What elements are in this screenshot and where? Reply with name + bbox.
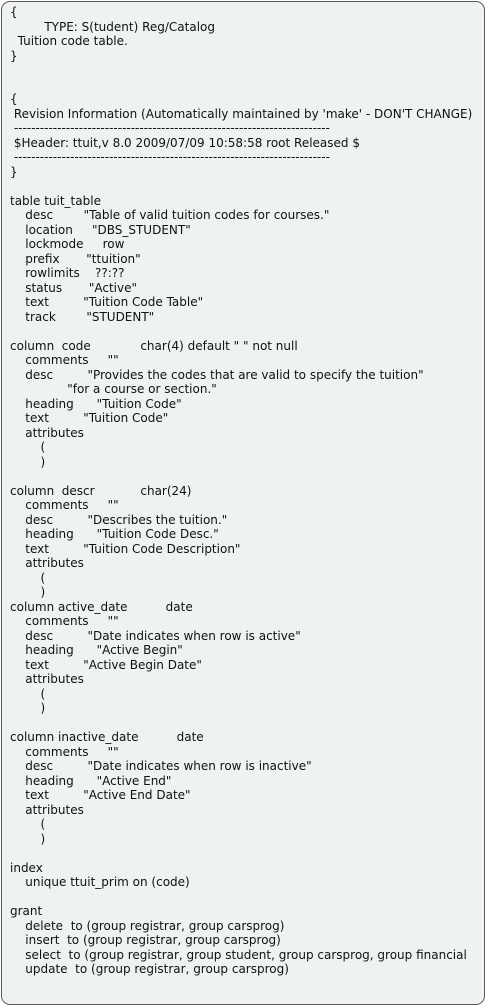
code-line <box>10 63 484 78</box>
code-line: { <box>10 92 18 106</box>
code-line: column descr char(24) <box>10 483 192 498</box>
code-line: } <box>10 48 18 63</box>
code-line: } <box>10 164 18 179</box>
code-line: ----------------------------------------… <box>10 150 330 164</box>
code-line <box>10 78 484 93</box>
schema-source-text: { TYPE: S(tudent) Reg/Catalog Tuition co… <box>2 2 484 977</box>
code-line: ) <box>10 831 46 846</box>
code-line: TYPE: S(tudent) Reg/Catalog <box>10 19 216 34</box>
code-line: column code char(4) default " " not null <box>10 338 298 353</box>
code-line: track "STUDENT" <box>10 309 155 324</box>
code-line: attributes <box>10 425 84 440</box>
code-line: comments "" <box>10 614 119 628</box>
code-line: text "Tuition Code" <box>10 411 169 425</box>
code-line: comments "" <box>10 498 119 512</box>
code-line: unique ttuit_prim on (code) <box>10 875 190 889</box>
code-line: text "Tuition Code Description" <box>10 541 241 556</box>
code-line <box>10 846 484 861</box>
code-line: ) <box>10 585 46 599</box>
code-line: ----------------------------------------… <box>10 121 330 135</box>
code-line <box>10 324 484 339</box>
code-line: comments "" <box>10 353 119 367</box>
code-line: column active_date date <box>10 599 193 614</box>
code-line <box>10 179 484 194</box>
code-line: ( <box>10 686 46 701</box>
code-line: ) <box>10 454 46 469</box>
code-line: index <box>10 860 43 875</box>
code-line: heading "Tuition Code" <box>10 396 182 411</box>
code-line: attributes <box>10 556 84 570</box>
code-line: heading "Active End" <box>10 773 172 788</box>
code-line: Revision Information (Automatically main… <box>10 106 473 121</box>
code-line: comments "" <box>10 744 119 759</box>
code-line: $Header: ttuit,v 8.0 2009/07/09 10:58:58… <box>10 135 360 150</box>
code-line: prefix "ttuition" <box>10 251 141 266</box>
code-line: { <box>10 5 18 19</box>
code-line: desc "Table of valid tuition codes for c… <box>10 208 330 222</box>
code-line: insert to (group registrar, group carspr… <box>10 933 281 947</box>
code-line: desc "Date indicates when row is inactiv… <box>10 759 312 773</box>
code-line: table tuit_table <box>10 193 101 208</box>
code-line: grant <box>10 904 43 918</box>
code-line <box>10 469 484 484</box>
code-line: text "Tuition Code Table" <box>10 295 204 309</box>
code-line: rowlimits ??:?? <box>10 266 125 280</box>
code-line: heading "Active Begin" <box>10 643 183 657</box>
code-line: ( <box>10 570 46 585</box>
code-line: ( <box>10 440 46 454</box>
code-line: ( <box>10 817 46 831</box>
code-line: Tuition code table. <box>10 34 128 48</box>
code-line: desc "Describes the tuition." <box>10 512 228 527</box>
code-line: lockmode row <box>10 237 125 251</box>
code-line: location "DBS_STUDENT" <box>10 222 191 237</box>
code-line: status "Active" <box>10 280 137 295</box>
code-line: text "Active End Date" <box>10 788 191 802</box>
code-line: delete to (group registrar, group carspr… <box>10 918 285 933</box>
code-line <box>10 890 484 905</box>
code-line: select to (group registrar, group studen… <box>10 947 467 962</box>
code-line: ) <box>10 701 46 715</box>
code-line: text "Active Begin Date" <box>10 657 202 672</box>
code-line: desc "Date indicates when row is active" <box>10 628 301 643</box>
code-line: "for a course or section." <box>10 382 217 396</box>
code-line: update to (group registrar, group carspr… <box>10 962 289 976</box>
code-line: desc "Provides the codes that are valid … <box>10 367 424 382</box>
code-line: heading "Tuition Code Desc." <box>10 527 219 541</box>
code-line: attributes <box>10 802 84 817</box>
code-line: attributes <box>10 672 84 686</box>
code-line: column inactive_date date <box>10 730 204 744</box>
code-line <box>10 716 484 731</box>
